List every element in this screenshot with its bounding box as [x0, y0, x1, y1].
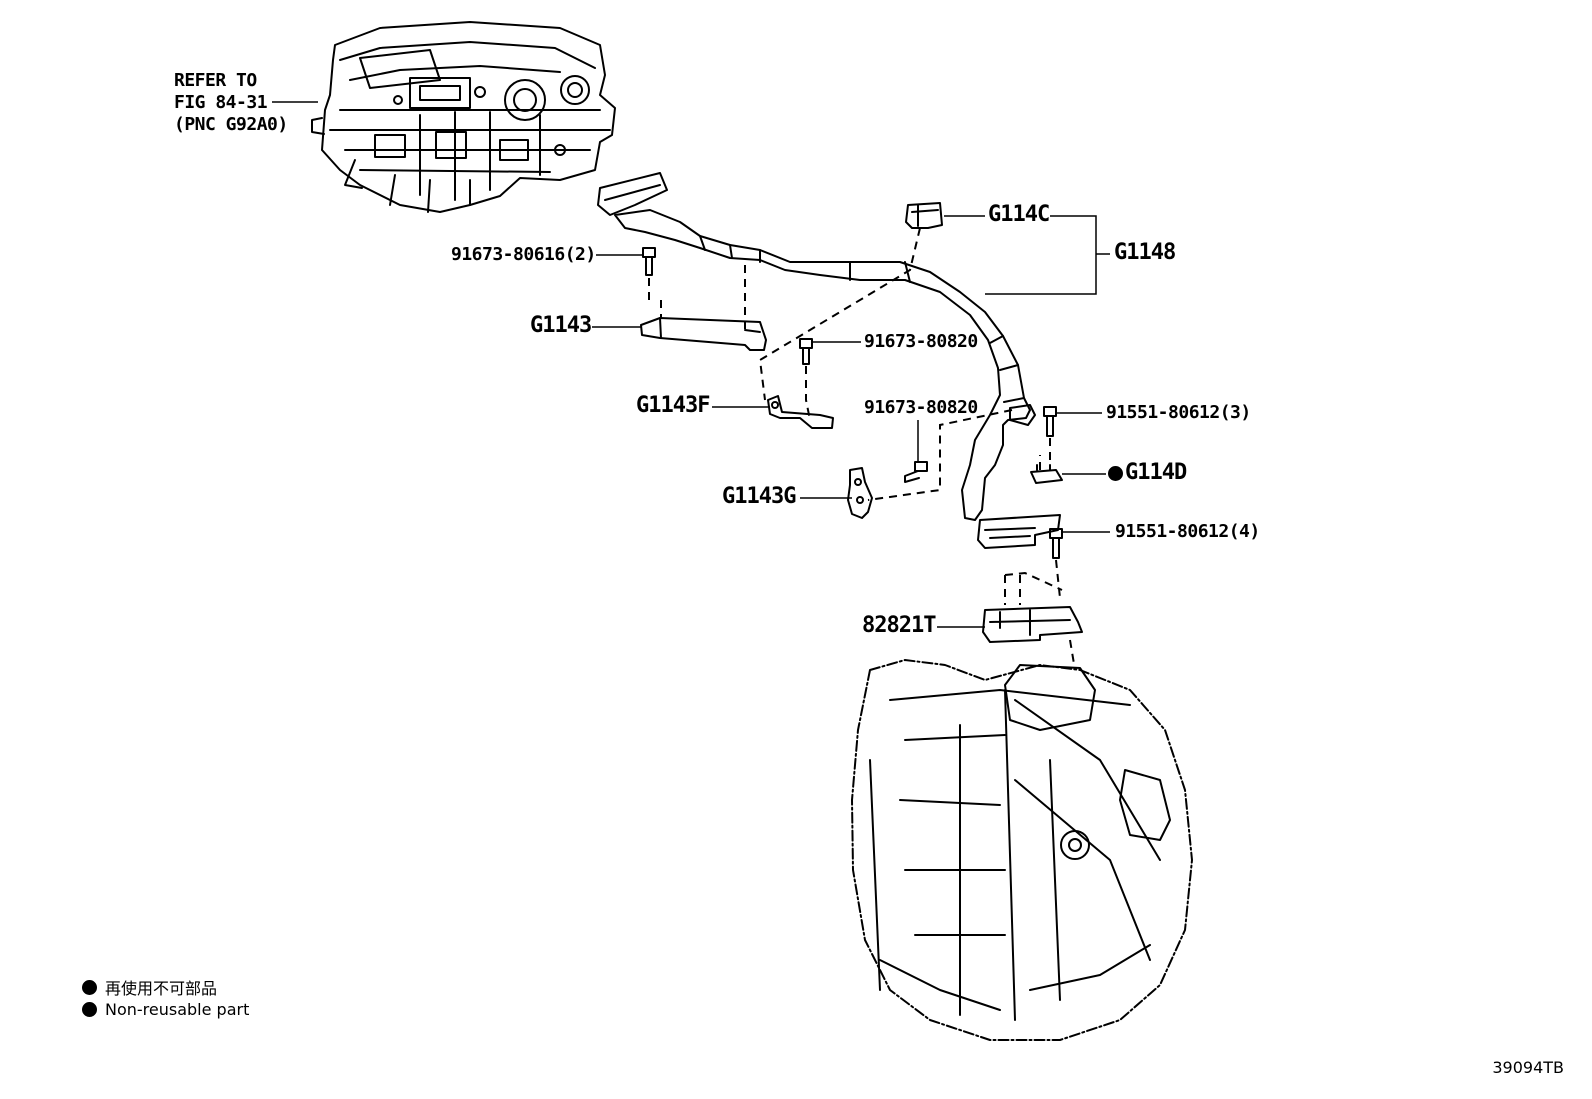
callout-91673-80616[interactable]: 91673-80616(2): [451, 244, 596, 265]
legend-item-jp: 再使用不可部品: [82, 975, 217, 999]
legend-item-en: Non-reusable part: [82, 1000, 249, 1019]
inverter-assembly: [311, 21, 616, 213]
bolt-91551-80612-4-icon: [1049, 528, 1063, 559]
callout-91673-80820-b[interactable]: 91673-80820: [864, 397, 978, 418]
transaxle-housing: [851, 659, 1193, 1041]
callout-g114c[interactable]: G114C: [988, 202, 1050, 227]
callout-g1143f[interactable]: G1143F: [636, 393, 710, 418]
callout-91551-80612-3[interactable]: 91551-80612(3): [1106, 402, 1251, 423]
bolt-91673-80820-b-icon: [904, 461, 928, 483]
bolt-91551-80612-3-icon: [1043, 406, 1057, 437]
wire-harness: [597, 172, 1061, 549]
bolt-91673-80616-icon: [642, 247, 656, 276]
figure-number: 39094TB: [1492, 1058, 1564, 1077]
refer-label-line1: REFER TO: [174, 70, 257, 91]
leader-lines: [272, 101, 1110, 628]
legend-text-jp: 再使用不可部品: [105, 979, 218, 998]
callout-g114d-text: G114D: [1125, 460, 1187, 485]
p82821t-bracket: [982, 606, 1083, 643]
callout-82821t[interactable]: 82821T: [862, 613, 936, 638]
g1143f-bracket: [767, 395, 834, 429]
callout-g1143g[interactable]: G1143G: [722, 484, 796, 509]
callout-g1148[interactable]: G1148: [1114, 240, 1176, 265]
callout-91551-80612-4[interactable]: 91551-80612(4): [1115, 521, 1260, 542]
bolt-icons: [642, 247, 1063, 559]
non-reusable-dot-icon: [1108, 465, 1123, 481]
non-reusable-dot-icon: [82, 979, 97, 995]
bolt-91673-80820-a-icon: [799, 338, 813, 365]
assembly-lines: [648, 227, 1076, 671]
refer-label-line2: FIG 84-31: [174, 92, 268, 113]
g1143g-bracket: [847, 467, 873, 519]
g114c-connector: [905, 202, 943, 229]
callout-g114d[interactable]: G114D: [1108, 460, 1187, 485]
legend-text-en: Non-reusable part: [105, 1000, 250, 1019]
callout-91673-80820-a[interactable]: 91673-80820: [864, 331, 978, 352]
refer-label-line3: (PNC G92A0): [174, 114, 288, 135]
non-reusable-dot-icon: [82, 1002, 97, 1017]
g1143-bracket: [640, 317, 767, 351]
callout-g1143[interactable]: G1143: [530, 313, 592, 338]
g114d-clamp: [1030, 464, 1063, 484]
